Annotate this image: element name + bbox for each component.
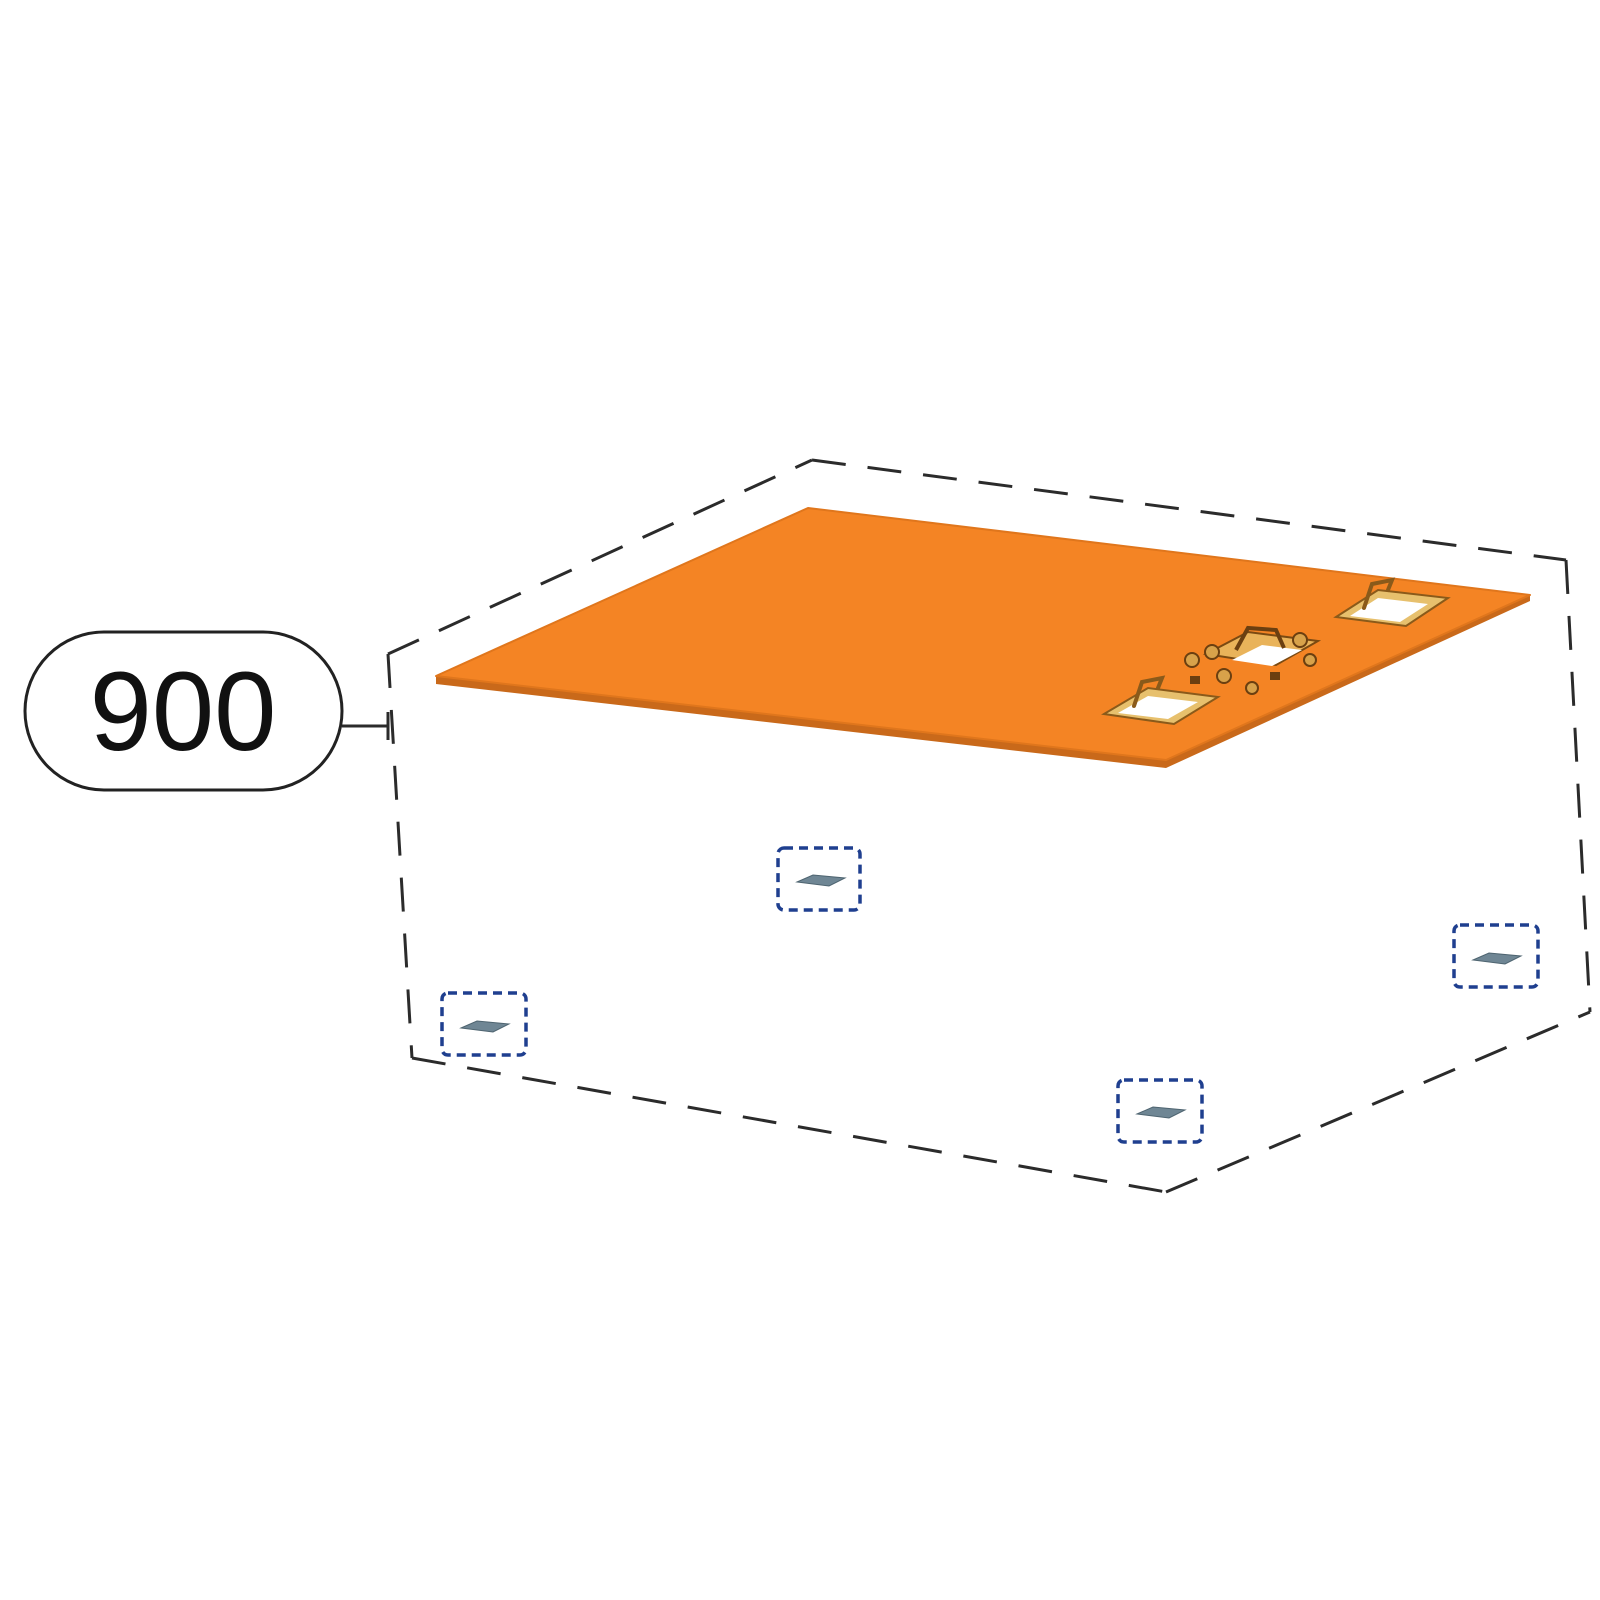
enclosure-edge-bottom-right (1165, 1010, 1591, 1194)
circuit-board (435, 507, 1531, 768)
sensor-chip-icon (1471, 952, 1523, 965)
enclosure-edge-left-vertical (386, 653, 414, 1059)
callout-bubble (23, 630, 344, 792)
board-top-surface (435, 507, 1531, 761)
enclosure-edge-top-left (387, 458, 813, 656)
callout-label: 900 (90, 649, 277, 774)
component-cluster (1184, 625, 1322, 695)
sensor-front-right (1116, 1078, 1204, 1144)
sensor-chip-icon (459, 1020, 511, 1033)
sensor-back-right (1452, 923, 1540, 989)
sensor-chip-icon (1135, 1106, 1187, 1119)
dashed-enclosure (386, 458, 1592, 1194)
sensor-chip-icon (795, 874, 847, 887)
callout: 900 (23, 630, 390, 792)
board-edge (436, 595, 1530, 768)
sensor-front-left (440, 991, 528, 1057)
enclosure-edge-top-back (811, 458, 1567, 562)
bracket-back-right (1333, 577, 1451, 628)
enclosure-edge-right-vertical (1564, 559, 1592, 1013)
sensor-back-left (776, 846, 862, 912)
enclosure-edge-bottom-front (411, 1056, 1167, 1194)
bracket-front-right (1101, 675, 1221, 726)
